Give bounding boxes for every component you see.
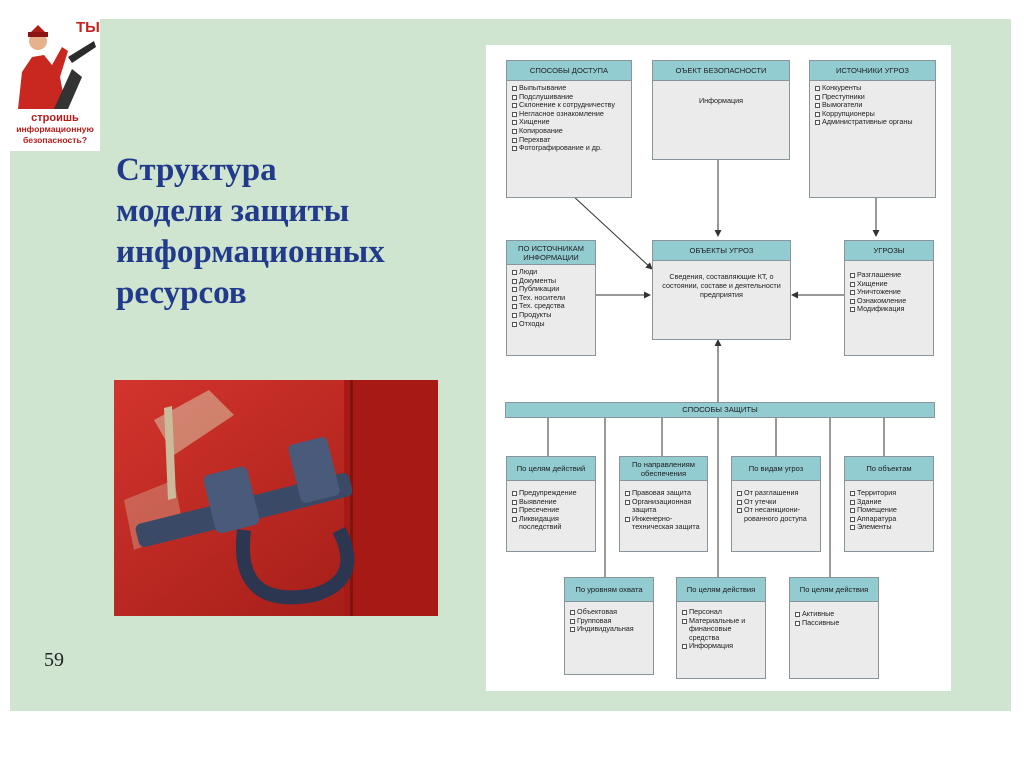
by-coverage-title: По уровням охвата — [565, 578, 653, 602]
page-number: 59 — [44, 649, 64, 672]
slide-title: Структура модели защиты информационных р… — [116, 150, 466, 314]
list-item: Индивидуальная — [569, 625, 649, 634]
poster-caption-line: информационную — [10, 124, 100, 135]
list-item: От несанкциони-рованного доступа — [736, 506, 816, 523]
by-objects-title: По объектам — [845, 457, 933, 481]
protection-model-diagram: СПОСОБЫ ДОСТУПА Выпытывание Подслушивани… — [486, 45, 951, 691]
list-item: Организационная защита — [624, 498, 703, 515]
poster-ty: ТЫ — [76, 19, 100, 36]
slide-title-line: модели защиты — [116, 191, 466, 232]
list-item: Элементы — [849, 523, 929, 532]
threat-objects-box: ОБЪЕКТЫ УГРОЗ Сведения, составляющие КТ,… — [652, 240, 791, 340]
protection-methods-bar: СПОСОБЫ ЗАЩИТЫ — [505, 402, 935, 418]
poster-caption-line: безопасность? — [10, 135, 100, 146]
list-item: Модификация — [849, 305, 929, 314]
list-item: Инженерно-техническая защита — [624, 515, 703, 532]
slide-title-line: Структура — [116, 150, 466, 191]
security-object-box: ОЪЕКТ БЕЗОПАСНОСТИ Информация — [652, 60, 790, 160]
slide-title-line: информационных — [116, 232, 466, 273]
list-item: Пассивные — [794, 619, 874, 628]
poster-caption: строишь информационную безопасность? — [10, 112, 100, 145]
by-action-targets-box: По целям действия Персонал Материальные … — [676, 577, 766, 679]
access-methods-title: СПОСОБЫ ДОСТУПА — [507, 61, 631, 81]
list-item: Ликвидация последствий — [511, 515, 591, 532]
by-action-goals-box: По целям действий Предупреждение Выявлен… — [506, 456, 596, 552]
list-item: Информация — [681, 642, 761, 651]
threat-sources-box: ИСТОЧНИКИ УГРОЗ Конкуренты Преступники В… — [809, 60, 936, 198]
by-directions-title: По направлениям обеспечения — [620, 457, 707, 481]
door-latch-illustration — [114, 380, 438, 616]
list-item: Отходы — [511, 320, 591, 329]
by-directions-box: По направлениям обеспечения Правовая защ… — [619, 456, 708, 552]
threat-objects-title: ОБЪЕКТЫ УГРОЗ — [653, 241, 790, 261]
threat-objects-text: Сведения, составляющие КТ, о состоянии, … — [653, 261, 790, 299]
propaganda-poster: ТЫ строишь информационную безопасность? — [10, 17, 100, 151]
threat-sources-title: ИСТОЧНИКИ УГРОЗ — [810, 61, 935, 81]
by-threat-types-title: По видам угроз — [732, 457, 820, 481]
info-sources-box: ПО ИСТОЧНИКАМ ИНФОРМАЦИИ Люди Документы … — [506, 240, 596, 356]
poster-caption-line: строишь — [10, 112, 100, 124]
by-coverage-box: По уровням охвата Объектовая Групповая И… — [564, 577, 654, 675]
threats-box: УГРОЗЫ Разглашение Хищение Уничтожение О… — [844, 240, 934, 356]
security-object-title: ОЪЕКТ БЕЗОПАСНОСТИ — [653, 61, 789, 81]
security-lock-photo: security security — [114, 380, 438, 616]
access-methods-box: СПОСОБЫ ДОСТУПА Выпытывание Подслушивани… — [506, 60, 632, 198]
info-sources-title: ПО ИСТОЧНИКАМ ИНФОРМАЦИИ — [507, 241, 595, 265]
by-action-goals-title: По целям действий — [507, 457, 595, 481]
list-item: Фотографирование и др. — [511, 144, 627, 153]
by-action-mode-title: По целям действия — [790, 578, 878, 602]
security-object-text: Информация — [653, 81, 789, 109]
by-threat-types-box: По видам угроз От разглашения От утечки … — [731, 456, 821, 552]
by-action-mode-box: По целям действия Активные Пассивные — [789, 577, 879, 679]
list-item: Материальные и финансовые средства — [681, 617, 761, 643]
slide-title-line: ресурсов — [116, 273, 466, 314]
threats-title: УГРОЗЫ — [845, 241, 933, 261]
by-action-targets-title: По целям действия — [677, 578, 765, 602]
list-item: Административные органы — [814, 118, 931, 127]
by-objects-box: По объектам Территория Здание Помещение … — [844, 456, 934, 552]
